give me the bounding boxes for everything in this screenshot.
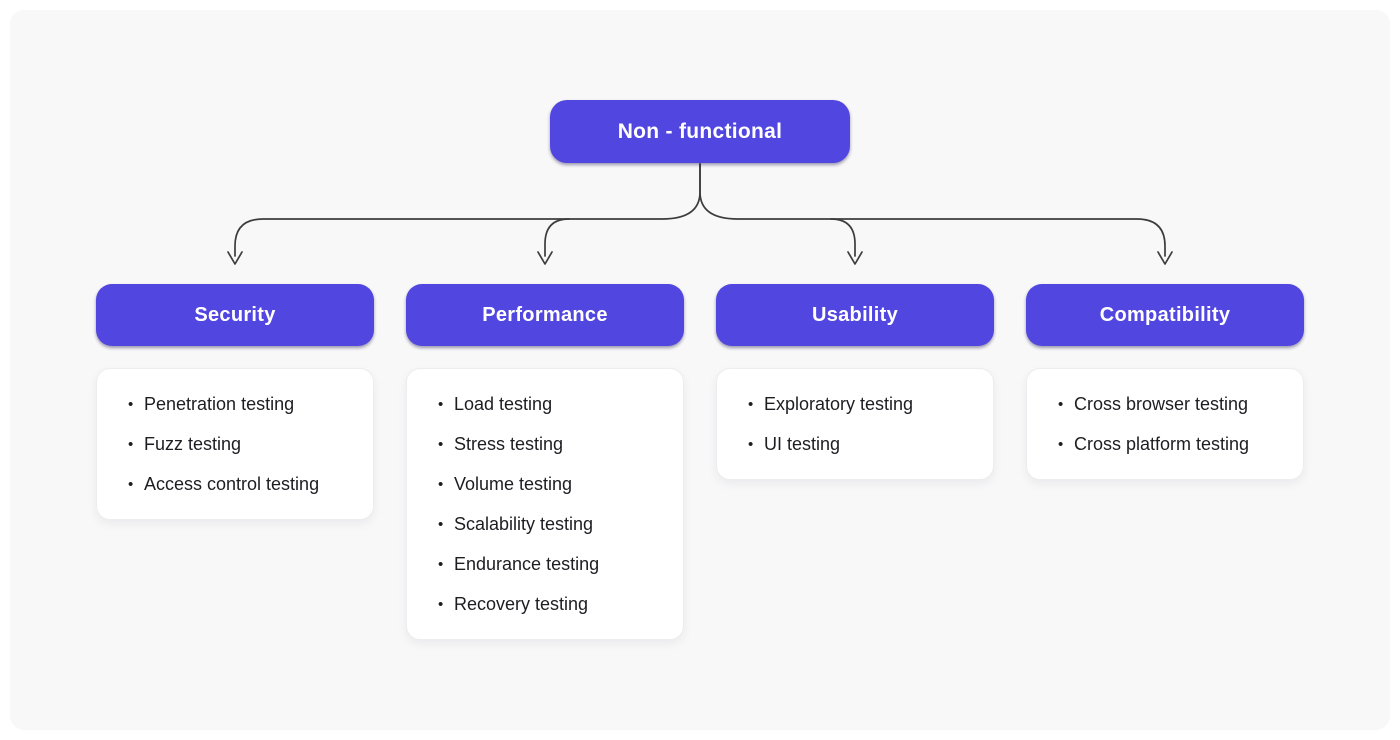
arrowhead-performance (537, 251, 553, 265)
list-item-label: Cross platform testing (1074, 433, 1250, 454)
list-item-label: Fuzz testing (144, 433, 242, 454)
branch-column-performance: Performance • Load testing • Stress test… (406, 284, 684, 640)
branch-column-compatibility: Compatibility • Cross browser testing • … (1026, 284, 1304, 480)
arrowhead-compatibility (1157, 251, 1173, 265)
list-item-label: Cross browser testing (1074, 393, 1249, 414)
list-item-label: UI testing (764, 433, 841, 454)
bullet-icon: • (128, 475, 134, 493)
bullet-icon: • (438, 595, 444, 613)
branch-items-card: • Cross browser testing • Cross platform… (1026, 368, 1304, 480)
branch-items-card: • Penetration testing • Fuzz testing • A… (96, 368, 374, 520)
list-item: • UI testing (717, 424, 983, 464)
list-item-label: Access control testing (144, 473, 320, 494)
bullet-icon: • (748, 395, 754, 413)
list-item-label: Recovery testing (454, 593, 589, 614)
list-item: • Scalability testing (407, 504, 673, 544)
list-item: • Stress testing (407, 424, 673, 464)
list-item-label: Volume testing (454, 473, 573, 494)
branch-header: Compatibility (1026, 284, 1304, 346)
bullet-icon: • (1058, 435, 1064, 453)
connector-stem-right (699, 163, 1166, 257)
branch-header-label: Performance (482, 303, 608, 326)
bullet-icon: • (438, 515, 444, 533)
branch-header: Performance (406, 284, 684, 346)
list-item-label: Penetration testing (144, 393, 295, 414)
list-item: • Load testing (407, 384, 673, 424)
branch-header: Security (96, 284, 374, 346)
list-item-label: Scalability testing (454, 513, 594, 534)
connector-drop-performance (544, 218, 570, 257)
list-item: • Volume testing (407, 464, 673, 504)
list-item: • Endurance testing (407, 544, 673, 584)
root-node-label: Non - functional (617, 119, 783, 143)
branch-header-label: Compatibility (1099, 303, 1231, 326)
branch-header-label: Security (194, 303, 276, 326)
list-item-label: Load testing (454, 393, 553, 414)
bullet-icon: • (748, 435, 754, 453)
list-item-label: Endurance testing (454, 553, 600, 574)
list-item: • Fuzz testing (97, 424, 363, 464)
list-item-label: Exploratory testing (764, 393, 914, 414)
list-item-label: Stress testing (454, 433, 564, 454)
branch-column-security: Security • Penetration testing • Fuzz te… (96, 284, 374, 520)
list-item: • Penetration testing (97, 384, 363, 424)
list-item: • Exploratory testing (717, 384, 983, 424)
arrowhead-usability (847, 251, 863, 265)
branch-items-card: • Exploratory testing • UI testing (716, 368, 994, 480)
root-node-non-functional: Non - functional (550, 100, 850, 163)
arrowhead-security (227, 251, 243, 265)
connector-drop-usability (830, 218, 856, 257)
branch-header: Usability (716, 284, 994, 346)
list-item: • Cross browser testing (1027, 384, 1293, 424)
bullet-icon: • (128, 435, 134, 453)
list-item: • Access control testing (97, 464, 363, 504)
branch-header-label: Usability (811, 303, 899, 326)
bullet-icon: • (438, 435, 444, 453)
list-item: • Cross platform testing (1027, 424, 1293, 464)
list-item: • Recovery testing (407, 584, 673, 624)
bullet-icon: • (438, 395, 444, 413)
branch-items-card: • Load testing • Stress testing • Volume… (406, 368, 684, 640)
bullet-icon: • (1058, 395, 1064, 413)
branch-column-usability: Usability • Exploratory testing • UI tes… (716, 284, 994, 480)
bullet-icon: • (128, 395, 134, 413)
connector-stem-left (234, 163, 701, 257)
bullet-icon: • (438, 475, 444, 493)
bullet-icon: • (438, 555, 444, 573)
